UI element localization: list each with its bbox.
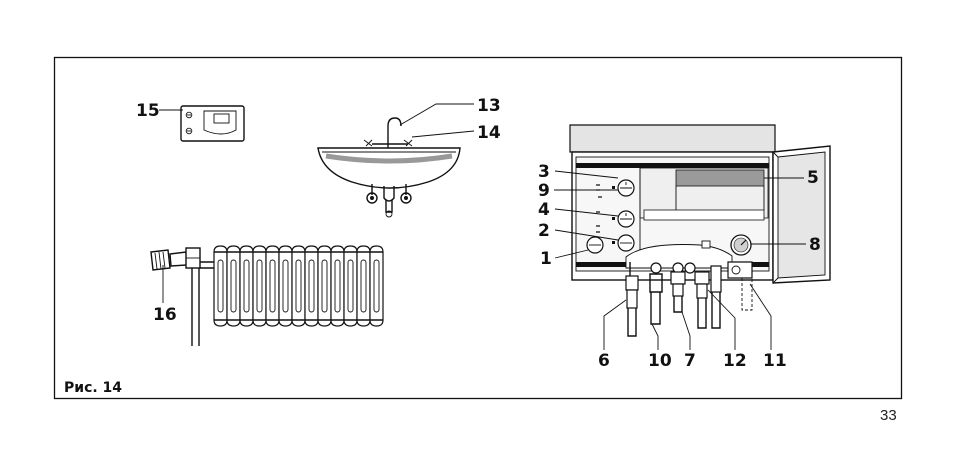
callout-4: 4 bbox=[538, 200, 550, 220]
callout-14: 14 bbox=[477, 123, 501, 143]
callout-2: 2 bbox=[538, 221, 550, 241]
radiator-section bbox=[318, 246, 331, 326]
boiler-cabinet bbox=[570, 125, 775, 280]
room-thermostat bbox=[181, 106, 244, 141]
radiator-section bbox=[240, 246, 253, 326]
callout-13: 13 bbox=[477, 96, 501, 116]
callout-12: 12 bbox=[723, 351, 747, 371]
callout-11: 11 bbox=[763, 351, 787, 371]
callout-9: 9 bbox=[538, 181, 550, 201]
radiator-section bbox=[331, 246, 344, 326]
radiator-section bbox=[305, 246, 318, 326]
figure-caption: Рис. 14 bbox=[64, 380, 122, 396]
callout-10: 10 bbox=[648, 351, 672, 371]
cabinet-door bbox=[773, 146, 830, 283]
radiator-section bbox=[370, 246, 383, 326]
radiator-section bbox=[253, 246, 266, 326]
radiator bbox=[192, 246, 383, 346]
radiator-section bbox=[227, 246, 240, 326]
callout-16: 16 bbox=[153, 305, 177, 325]
callout-3: 3 bbox=[538, 162, 550, 182]
callout-5: 5 bbox=[807, 168, 819, 188]
callout-1: 1 bbox=[540, 249, 552, 269]
callout-8: 8 bbox=[809, 235, 821, 255]
callout-15: 15 bbox=[136, 101, 160, 121]
callout-7: 7 bbox=[684, 351, 696, 371]
radiator-section bbox=[344, 246, 357, 326]
radiator-section bbox=[214, 246, 227, 326]
radiator-section bbox=[292, 246, 305, 326]
radiator-section bbox=[266, 246, 279, 326]
wash-basin bbox=[318, 118, 460, 217]
callout-6: 6 bbox=[598, 351, 610, 371]
radiator-section bbox=[357, 246, 370, 326]
thermostatic-valve bbox=[151, 248, 200, 270]
radiator-section bbox=[279, 246, 292, 326]
page-number: 33 bbox=[880, 407, 897, 424]
